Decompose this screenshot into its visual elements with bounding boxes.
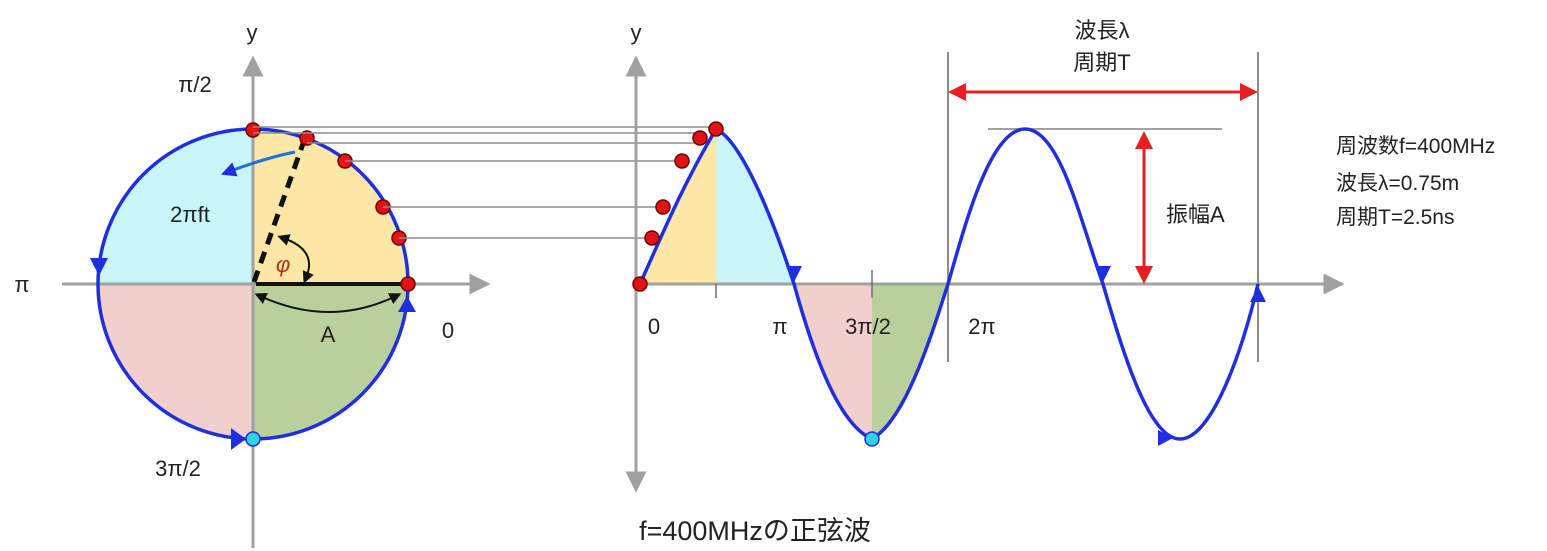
phi-arrow (277, 234, 314, 284)
circle-label-three-pi-half: 3π/2 (155, 456, 201, 481)
wave-marker (674, 153, 690, 169)
circle-arrow-bottom (231, 428, 246, 450)
wave-arrow (1250, 286, 1266, 302)
wave-tick-label-3pi-2: 3π/2 (845, 314, 891, 339)
wave-tick-label-2pi: 2π (968, 314, 995, 339)
circle-y-label: y (247, 20, 258, 45)
circle-label-two-pi-ft: 2πft (170, 202, 210, 227)
wave-markers (632, 121, 880, 447)
spec-wavelength: 波長λ=0.75m (1336, 172, 1459, 195)
rotation-arrow (220, 150, 296, 177)
specs-block: 周波数f=400MHz 波長λ=0.75m 周期T=2.5ns (1336, 135, 1495, 229)
circle-label-zero: 0 (442, 318, 454, 343)
circle-arrow-right (398, 296, 416, 312)
circle-marker (299, 130, 315, 146)
wave-fill-quadrant-4 (872, 284, 948, 439)
circle-label-phi: φ (276, 252, 290, 277)
wave-arrow (1158, 430, 1173, 446)
wavelength-label: 波長λ (1074, 18, 1129, 43)
wave-marker (644, 230, 660, 246)
wave-tick-label-pi: π (772, 314, 787, 339)
wave-marker (632, 276, 648, 292)
diagram-caption: f=400MHzの正弦波 (639, 516, 871, 546)
wave-marker-cyan (864, 431, 880, 447)
phase-radius-dashed (251, 137, 308, 283)
circle-quadrant-3 (98, 284, 253, 439)
spec-period: 周期T=2.5ns (1336, 206, 1454, 229)
wave-arrow (786, 266, 802, 282)
circle-arrow-left (90, 258, 108, 276)
wave-fill-quadrant-2 (716, 129, 794, 284)
circle-label-pi-half: π/2 (178, 72, 212, 97)
wave-tick-label-0: 0 (648, 314, 660, 339)
amplitude-label: 振幅A (1166, 202, 1225, 227)
wave-fill-quadrant-3 (794, 284, 872, 439)
circle-marker (245, 122, 261, 138)
spec-frequency: 周波数f=400MHz (1336, 135, 1495, 158)
wave-marker (708, 121, 724, 137)
circle-label-amplitude: A (321, 322, 336, 347)
wave-arrow (1095, 266, 1111, 282)
circle-quadrant-2 (98, 129, 253, 284)
sine-wave-plot: y 0 π 3π/2 2π 波長λ 周期T 振幅A (625, 18, 1345, 493)
circle-marker (400, 276, 416, 292)
circle-label-pi: π (14, 272, 29, 297)
circle-quadrant-4 (253, 284, 408, 439)
wave-marker (692, 130, 708, 146)
amplitude-arc (254, 293, 402, 313)
circle-marker-cyan (245, 431, 261, 447)
wave-y-label: y (631, 20, 642, 45)
sine-curve (638, 126, 1260, 441)
period-label: 周期T (1073, 50, 1130, 75)
unit-circle: y π/2 π 0 3π/2 2πft φ A (14, 20, 491, 548)
wave-marker (655, 199, 671, 215)
